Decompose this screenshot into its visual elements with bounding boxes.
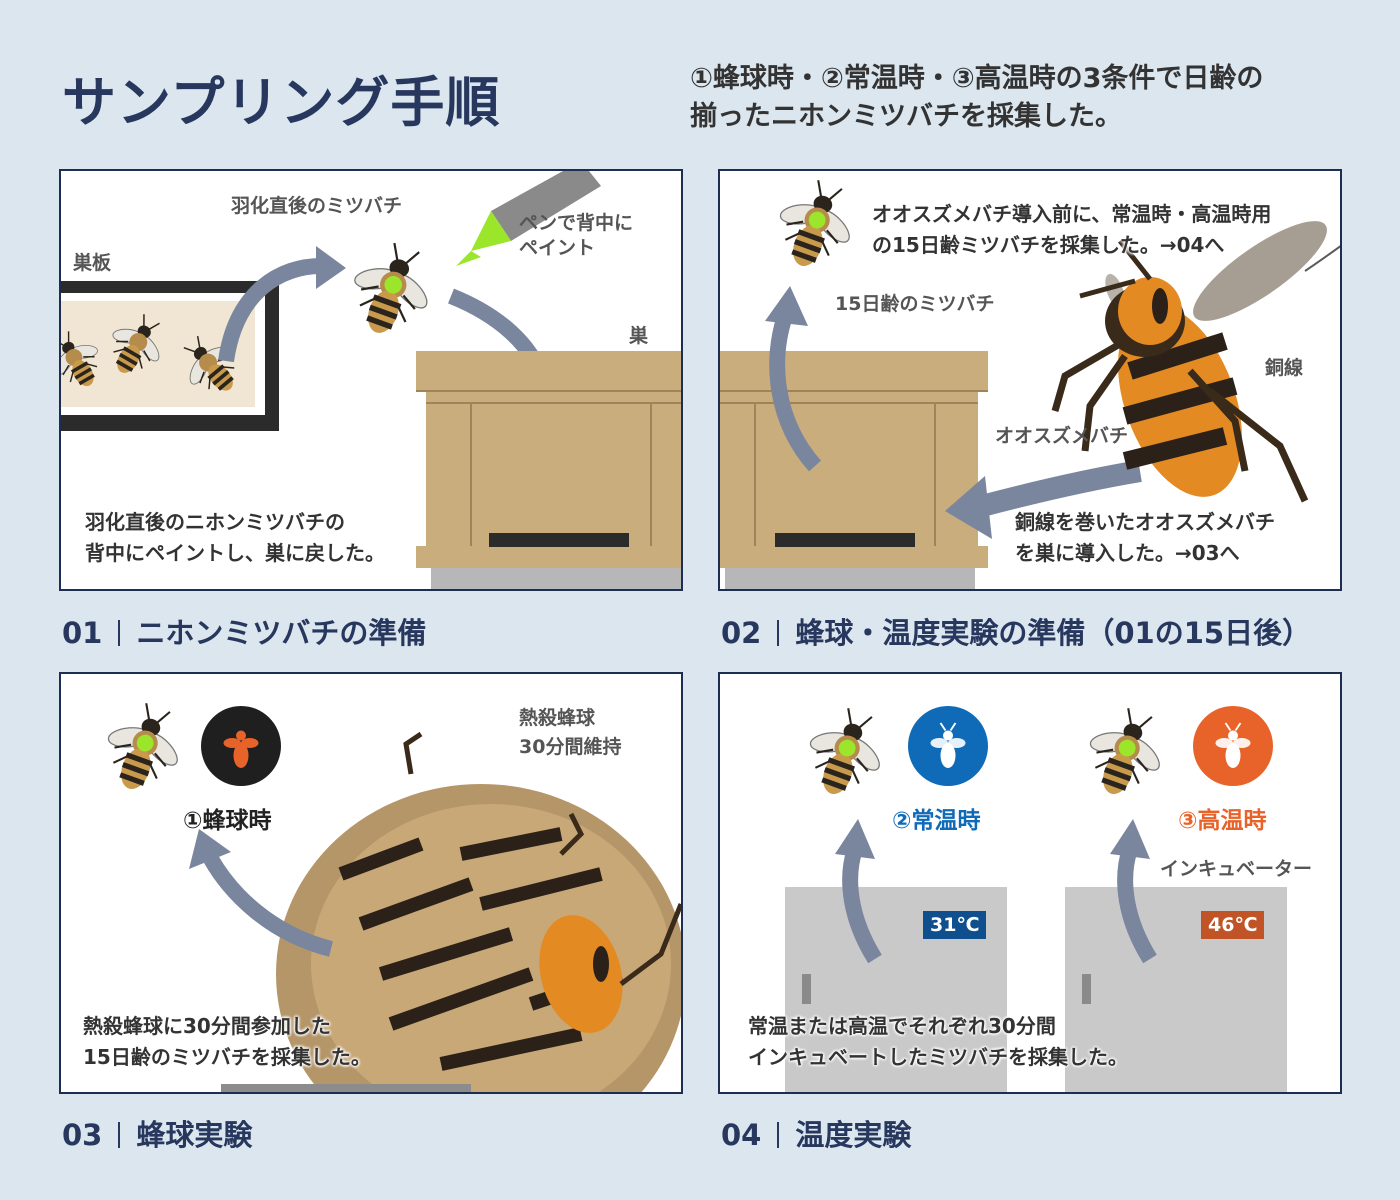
panel-04: 31℃ 46℃ ②常温時 ③高温時 インキュベーター 常温または高温でそれぞれ3… [718,672,1342,1094]
panel-02-top-1: オオスズメバチ導入前に、常温時・高温時用 [872,202,1272,226]
caption-04-num: 04 [721,1121,780,1150]
panel-03-body: 熱殺蜂球に30分間参加した 15日齢のミツバチを採集した。 [83,1011,371,1073]
panel-04-body-2: インキュベートしたミツバチを採集した。 [748,1045,1128,1069]
caption-01-num: 01 [62,619,121,648]
panel-02: オオスズメバチ導入前に、常温時・高温時用 の15日齢ミツバチを採集した。→04へ… [718,169,1342,591]
page-title: サンプリング手順 [62,71,501,134]
caption-03-text: 蜂球実験 [136,1118,253,1152]
panel-01-body-1: 羽化直後のニホンミツバチの [85,510,345,534]
panel-03-body-2: 15日齢のミツバチを採集した。 [83,1045,371,1069]
label-condition-2: ②常温時 [892,808,981,834]
caption-04-text: 温度実験 [795,1118,912,1152]
label-condition-3: ③高温時 [1178,808,1267,834]
arrow-up-out [769,313,822,472]
high-temp-icon [1193,706,1273,786]
label-nest: 巣 [629,325,649,347]
caption-04: 04 温度実験 [721,1112,911,1154]
label-comb: 巣板 [73,252,112,274]
arrow-up-46 [1117,846,1157,964]
label-heat-ball-2: 30分間維持 [519,736,622,759]
arrow-up-left [204,854,334,957]
panel-02-body: 銅線を巻いたオオスズメバチ を巣に導入した。→03へ [1015,507,1275,569]
temp-badge-46: 46℃ [1201,911,1265,939]
label-pen-1: ペンで背中に [519,212,634,234]
painted-bee-icon [337,233,446,346]
panel-02-body-2: を巣に導入した。→03へ [1015,541,1240,565]
nest-box [720,351,988,589]
panel-03: 熱殺蜂球 30分間維持 ①蜂球時 熱殺蜂球に30分間参加した 15日齢のミツバチ… [59,672,683,1094]
panel-01-body-2: 背中にペイントし、巣に戻した。 [85,541,385,565]
caption-02: 02 蜂球・温度実験の準備（01の15日後） [721,610,1311,652]
ball-condition-icon [201,706,281,786]
arrow-to-bee [218,258,322,363]
label-heat-ball-1: 熱殺蜂球 [519,707,596,729]
paint-pen-icon [456,171,601,266]
label-heat-ball: 熱殺蜂球 30分間維持 [519,704,621,763]
arrow-up-31 [842,846,882,964]
caption-03: 03 蜂球実験 [62,1112,252,1154]
label-15-day-bee: 15日齢のミツバチ [835,293,995,315]
panel-02-top-text: オオスズメバチ導入前に、常温時・高温時用 の15日齢ミツバチを採集した。→04へ [872,199,1271,261]
arrow-into-nest [979,460,1142,517]
painted-bee-icon [1073,699,1177,807]
intro-text: ①蜂球時・②常温時・③高温時の3条件で日齢の 揃ったニホンミツバチを採集した。 [690,60,1370,136]
temp-badge-31: 31℃ [923,911,987,939]
panel-01-body: 羽化直後のニホンミツバチの 背中にペイントし、巣に戻した。 [85,507,385,569]
panel-02-top-2: の15日齢ミツバチを採集した。→04へ [872,233,1225,257]
panel-03-body-1: 熱殺蜂球に30分間参加した [83,1014,331,1038]
panel-04-body-1: 常温または高温でそれぞれ30分間 [748,1014,1056,1038]
caption-02-text: 蜂球・温度実験の準備（01の15日後） [795,616,1312,650]
caption-03-num: 03 [62,1121,121,1150]
nest-box [416,351,681,589]
painted-bee-icon [793,699,897,807]
label-pen: ペンで背中に ペイント [519,211,633,260]
hornet-icon [1051,221,1340,503]
label-hornet: オオスズメバチ [995,425,1129,447]
intro-line-1: ①蜂球時・②常温時・③高温時の3条件で日齢の [690,63,1264,94]
normal-temp-icon [908,706,988,786]
label-wire: 銅線 [1265,357,1304,379]
caption-01: 01 ニホンミツバチの準備 [62,610,426,652]
intro-line-2: 揃ったニホンミツバチを採集した。 [690,100,1122,132]
label-condition-1: ①蜂球時 [183,808,272,834]
label-incubator: インキュベーター [1160,858,1313,880]
panel-02-body-1: 銅線を巻いたオオスズメバチ [1015,510,1275,534]
caption-01-text: ニホンミツバチの準備 [136,616,427,650]
label-new-bee: 羽化直後のミツバチ [231,195,403,217]
label-pen-2: ペイント [519,236,596,259]
caption-02-num: 02 [721,619,780,648]
panel-04-body: 常温または高温でそれぞれ30分間 インキュベートしたミツバチを採集した。 [748,1011,1128,1073]
painted-bee-icon [91,694,195,802]
panel-01: 巣板 羽化直後のミツバチ ペンで背中に ペイント 巣 羽化直後のニホンミツバチの… [59,169,683,591]
painted-bee-icon [763,171,867,279]
heat-ball-icon [221,731,681,1092]
